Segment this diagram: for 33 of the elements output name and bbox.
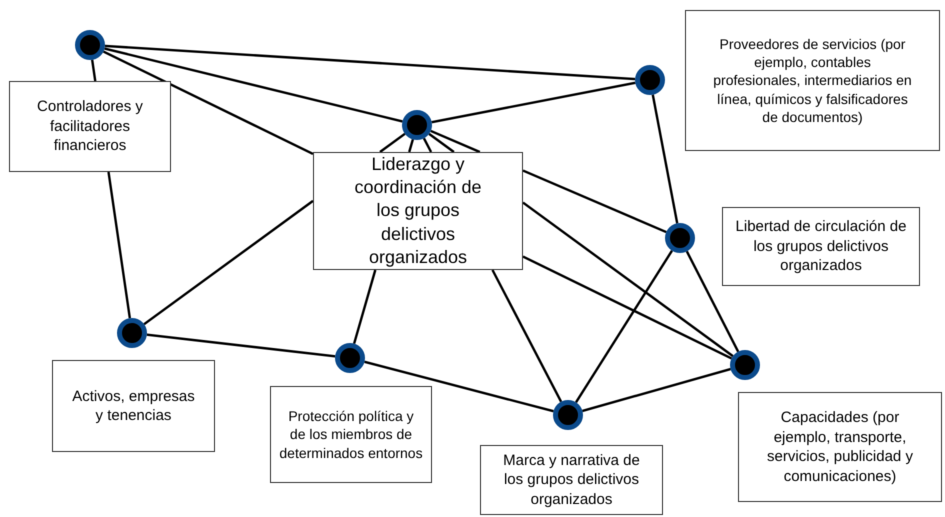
box-text: Marca y narrativa de los grupos delictivos organizados bbox=[502, 450, 641, 510]
box-text: Proveedores de servicios (por ejemplo, contables profesionales, intermediarios en línea, químicos y falsificadores de documentos) bbox=[712, 35, 913, 126]
label-box bbox=[52, 360, 215, 452]
connector-line bbox=[686, 250, 740, 352]
connector-line bbox=[353, 270, 376, 344]
connector-line bbox=[146, 334, 336, 358]
connector-line bbox=[582, 368, 731, 412]
label-box bbox=[685, 10, 940, 151]
label-box bbox=[270, 386, 432, 483]
label-box bbox=[313, 152, 523, 270]
box-text: Liderazgo y coordinación de los grupos delictivos organizados bbox=[353, 152, 483, 270]
connector-line bbox=[422, 138, 432, 153]
connector-line bbox=[90, 60, 96, 82]
box-text: Protección política y de los miembros de determinados entornos bbox=[279, 407, 423, 462]
box-text: Activos, empresas y tenencias bbox=[71, 386, 196, 426]
box-text: Controladores y facilitadores financieros bbox=[36, 97, 144, 156]
connector-line bbox=[364, 360, 554, 412]
connector-line bbox=[491, 269, 562, 402]
label-box bbox=[9, 81, 171, 172]
label-box bbox=[722, 207, 920, 286]
connector-line bbox=[104, 44, 636, 80]
label-box bbox=[738, 392, 942, 502]
box-text: Capacidades (por ejemplo, transporte, servicios, publicidad y comunicaciones) bbox=[766, 408, 914, 486]
connector-line bbox=[408, 139, 414, 152]
connector-line bbox=[107, 172, 132, 318]
connector-line bbox=[522, 169, 667, 234]
connector-line bbox=[652, 94, 678, 224]
connector-line bbox=[522, 255, 732, 360]
connector-line bbox=[430, 130, 480, 154]
connector-line bbox=[104, 47, 403, 123]
label-box bbox=[480, 445, 663, 515]
box-text: Libertad de circulación de los grupos delictivos organizados bbox=[734, 217, 908, 276]
connector-line bbox=[432, 82, 636, 124]
